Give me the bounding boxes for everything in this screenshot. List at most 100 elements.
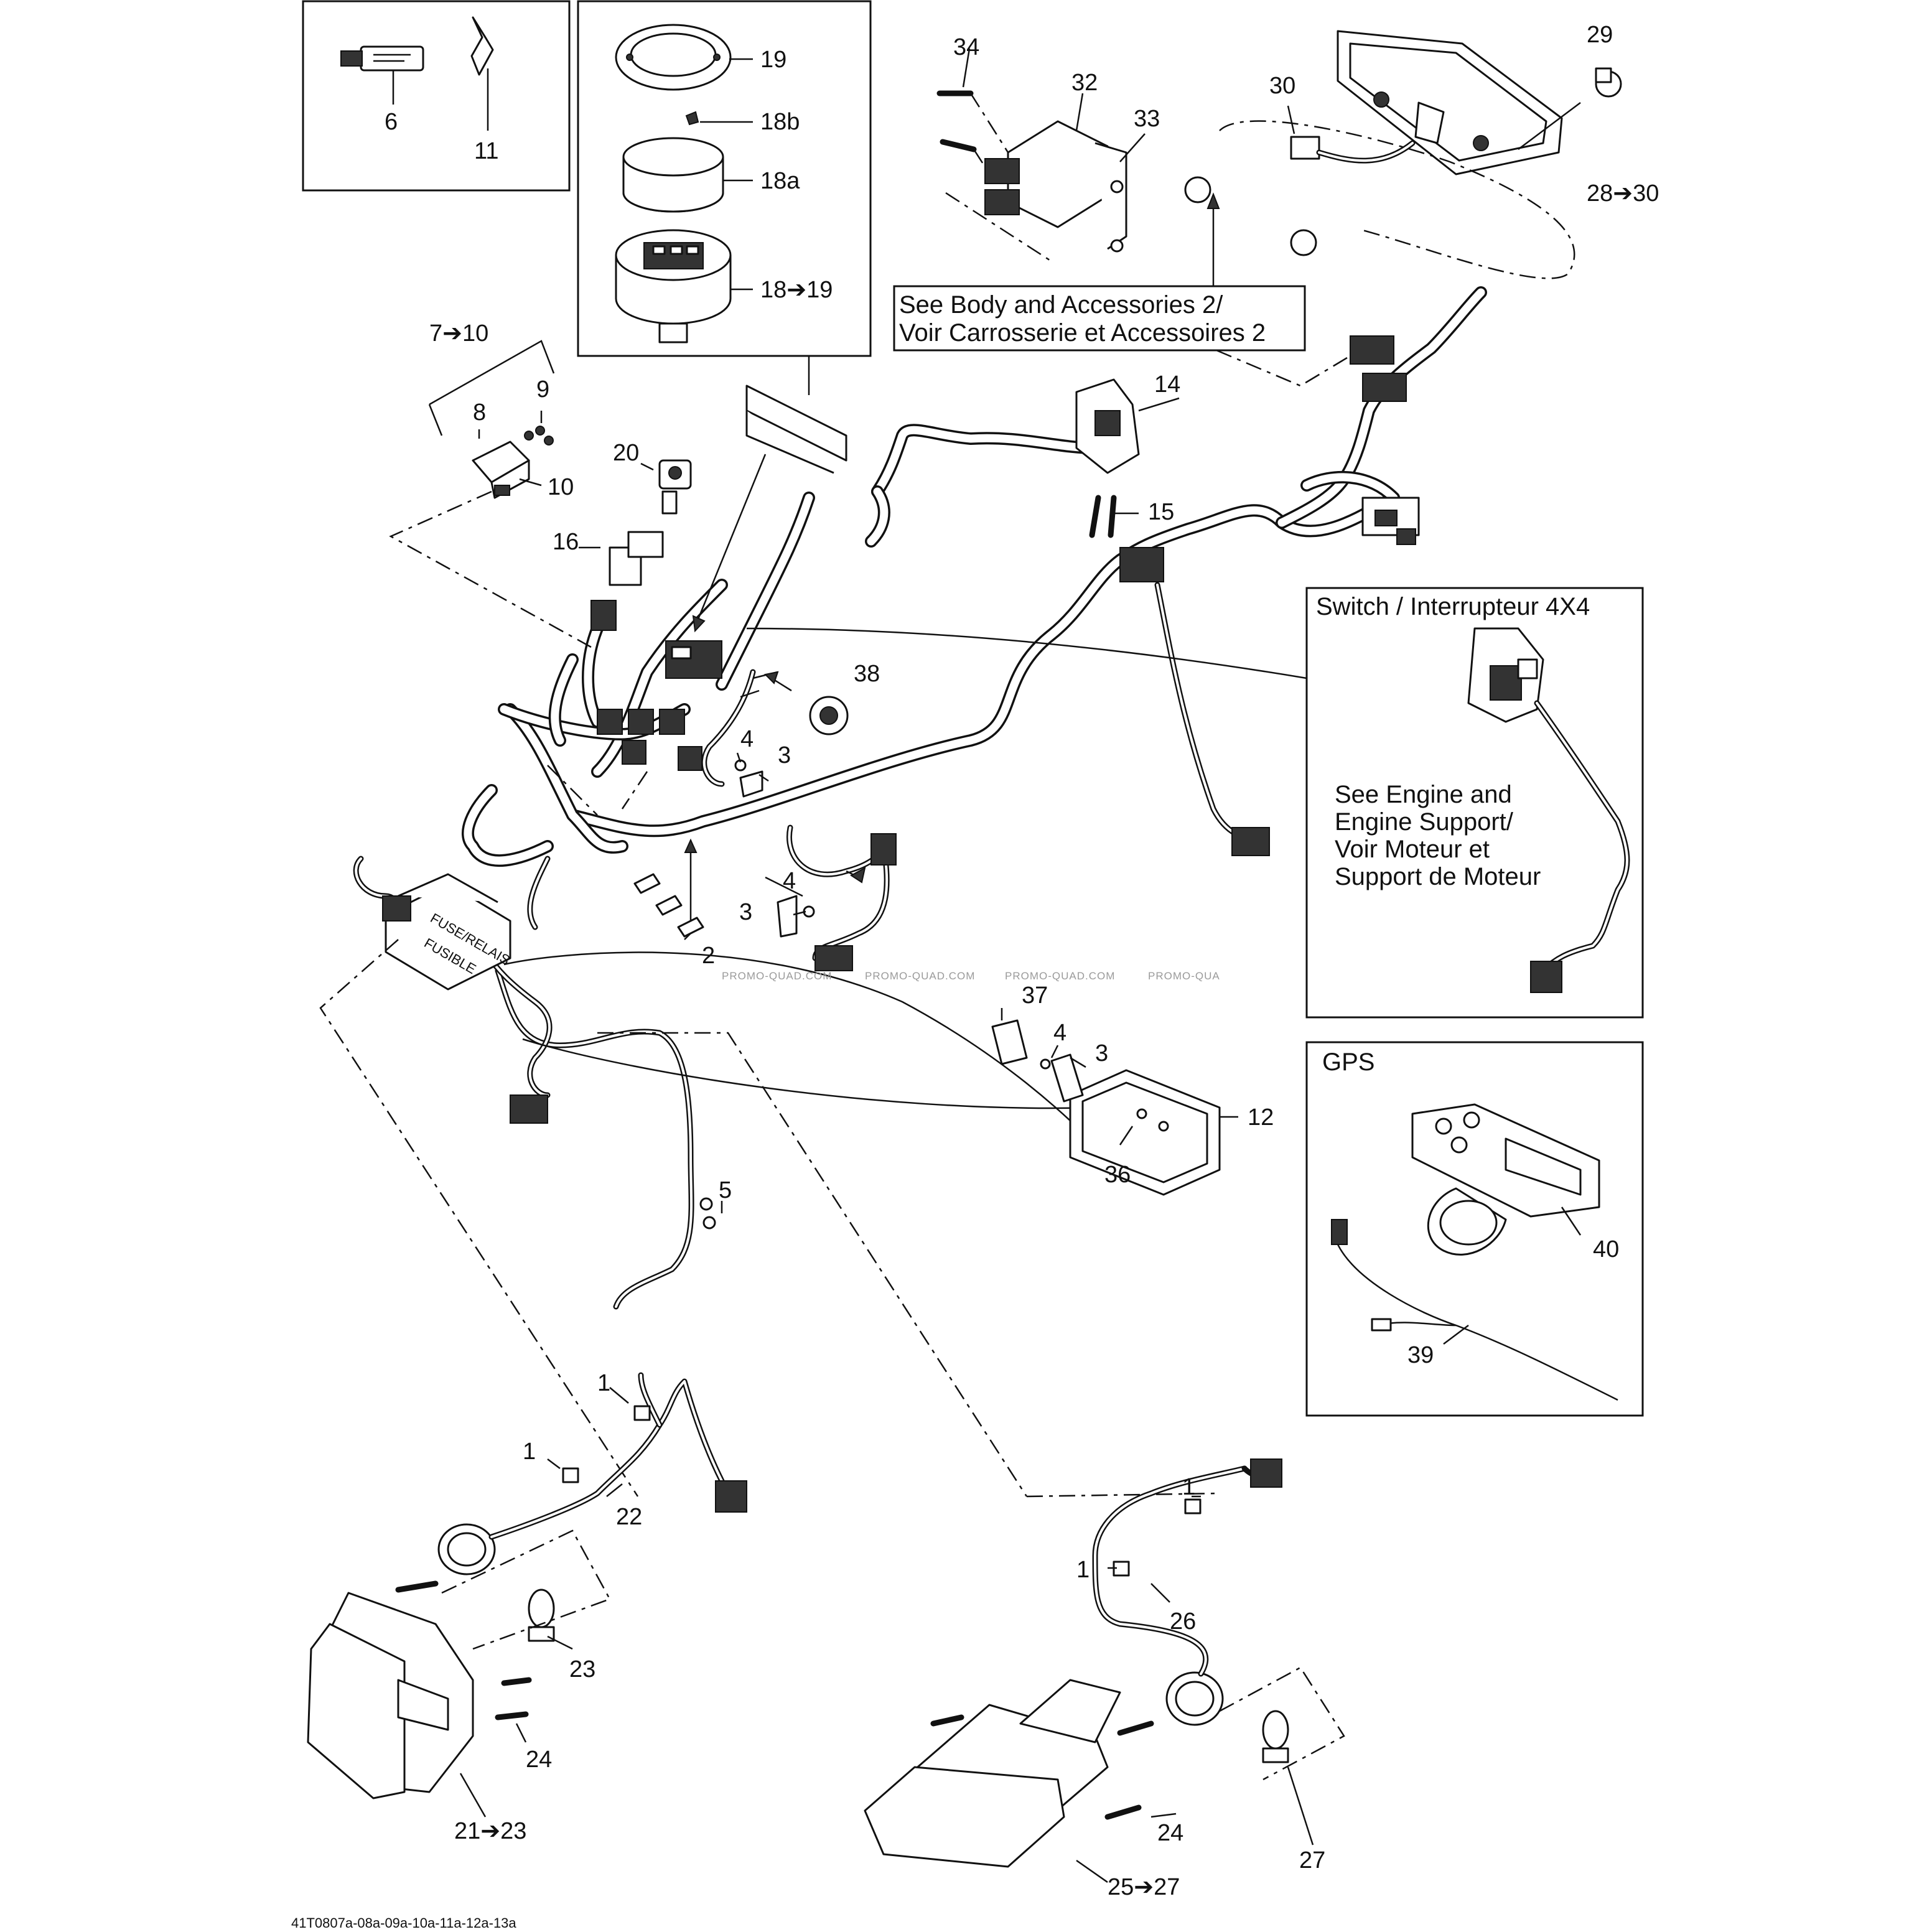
inset-box-gauge (577, 0, 872, 357)
label-14: 14 (1154, 371, 1180, 398)
gauge-connector-part (665, 640, 722, 679)
bulb-socket-left-part (437, 1523, 496, 1575)
label-25-27: 25➔27 (1108, 1874, 1180, 1900)
watermark-2: PROMO-QUAD.COM (865, 970, 975, 982)
label-34: 34 (953, 34, 979, 60)
gauge-lens-part (622, 137, 753, 213)
ignition-key-20-part (658, 459, 692, 515)
screws-24-left-part (395, 1580, 532, 1720)
label-23: 23 (569, 1656, 595, 1682)
bracket-12-part (1069, 1069, 1221, 1196)
fuse-box-part: FUSE/RELAIS FUSIBLE (385, 873, 513, 991)
note-engine-line2: Engine Support/ (1335, 808, 1514, 836)
label-12: 12 (1248, 1104, 1274, 1131)
clips-2-part (633, 873, 704, 938)
label-27: 27 (1299, 1847, 1325, 1874)
screws-24-right-part (930, 1714, 1154, 1820)
label-9: 9 (536, 376, 549, 403)
label-3b: 3 (739, 899, 752, 925)
connector-left-part (382, 895, 548, 1124)
label-8: 8 (473, 399, 486, 426)
connector-center-low-part (814, 833, 897, 971)
label-10: 10 (548, 474, 574, 500)
label-24b: 24 (1157, 1820, 1183, 1846)
module-screws (936, 48, 1052, 263)
gauge-clip-part (685, 111, 753, 126)
gauge-bezel-part (615, 24, 753, 91)
dash-gauge-part (745, 385, 847, 474)
label-22: 22 (616, 1504, 642, 1530)
socket-38-part (740, 671, 849, 735)
label-39: 39 (1407, 1342, 1434, 1368)
label-1b: 1 (523, 1439, 536, 1465)
bracket-3a-part (734, 759, 763, 798)
gps-unit-part (1411, 1103, 1600, 1256)
headlight-right-part (864, 1679, 1121, 1868)
connector-cluster-part (597, 709, 702, 771)
watermark-1: PROMO-QUAD.COM (722, 970, 832, 982)
bulb-socket-right-part (1165, 1671, 1224, 1726)
note-engine-line1: See Engine and (1335, 781, 1512, 808)
label-2: 2 (702, 943, 715, 969)
inset-box-gps (1305, 1041, 1644, 1417)
label-1c: 1 (1182, 1474, 1195, 1500)
label-40: 40 (1593, 1236, 1619, 1262)
gps-cable-39-part (1331, 1219, 1618, 1401)
label-24a: 24 (526, 1747, 552, 1773)
bulb-23-part (528, 1589, 555, 1642)
label-38: 38 (854, 661, 880, 687)
label-18a: 18a (760, 168, 800, 194)
socket-30-part (1290, 136, 1416, 164)
label-28-30: 28➔30 (1587, 180, 1659, 207)
connector-main-right-part (1119, 547, 1270, 856)
label-1d: 1 (1076, 1557, 1090, 1583)
connector-kit-7-10-part (428, 340, 555, 499)
label-37: 37 (1022, 982, 1048, 1009)
note-engine-line4: Support de Moteur (1335, 863, 1541, 890)
note-box-body (893, 285, 1306, 352)
label-20: 20 (613, 440, 639, 466)
watermark-4: PROMO-QUA (1148, 970, 1220, 982)
label-18-19: 18➔19 (760, 277, 833, 303)
cable-tie-part (470, 16, 494, 131)
label-4a: 4 (740, 726, 754, 752)
connector-14-part (1075, 378, 1140, 538)
label-3c: 3 (1095, 1040, 1108, 1066)
label-30: 30 (1269, 73, 1295, 99)
switch-4x4-part (1467, 627, 1630, 993)
diagram-code: 41T0807a-08a-09a-10a-11a-12a-13a (291, 1915, 516, 1931)
label-29: 29 (1587, 22, 1613, 48)
label-18b: 18b (760, 109, 800, 135)
label-32: 32 (1071, 70, 1098, 96)
indicator-housing-part (1337, 30, 1563, 175)
bracket-3c-part (1040, 1053, 1084, 1103)
label-3a: 3 (778, 742, 791, 768)
label-16: 16 (553, 529, 579, 555)
note-engine-line3: Voir Moteur et (1335, 836, 1490, 863)
connector-37-part (991, 1019, 1028, 1065)
label-11: 11 (474, 138, 498, 164)
label-33: 33 (1134, 106, 1160, 132)
gauge-body-part (615, 229, 753, 343)
label-7-10: 7➔10 (429, 320, 488, 347)
relay-block-part (1350, 335, 1420, 545)
switch-4x4-title: Switch / Interrupteur 4X4 (1316, 593, 1590, 620)
label-1a: 1 (597, 1370, 610, 1396)
electronic-module-part (984, 120, 1127, 253)
connector-16-part (590, 531, 664, 631)
gps-title: GPS (1322, 1048, 1374, 1076)
label-21-23: 21➔23 (454, 1818, 526, 1844)
grease-tube-part (340, 45, 424, 105)
inset-box-switch-4x4 (1305, 587, 1644, 1019)
label-4b: 4 (783, 868, 796, 894)
headlight-left-part (307, 1592, 474, 1799)
label-36: 36 (1104, 1162, 1131, 1188)
watermark-3: PROMO-QUAD.COM (1005, 970, 1115, 982)
label-26: 26 (1170, 1608, 1196, 1635)
note-body-line1: See Body and Accessories 2/ (899, 291, 1223, 319)
note-body-line2: Voir Carrosserie et Accessoires 2 (899, 319, 1266, 347)
nuts-5-part (699, 1197, 716, 1230)
label-19: 19 (760, 47, 786, 73)
bracket-3b-part (777, 895, 815, 938)
